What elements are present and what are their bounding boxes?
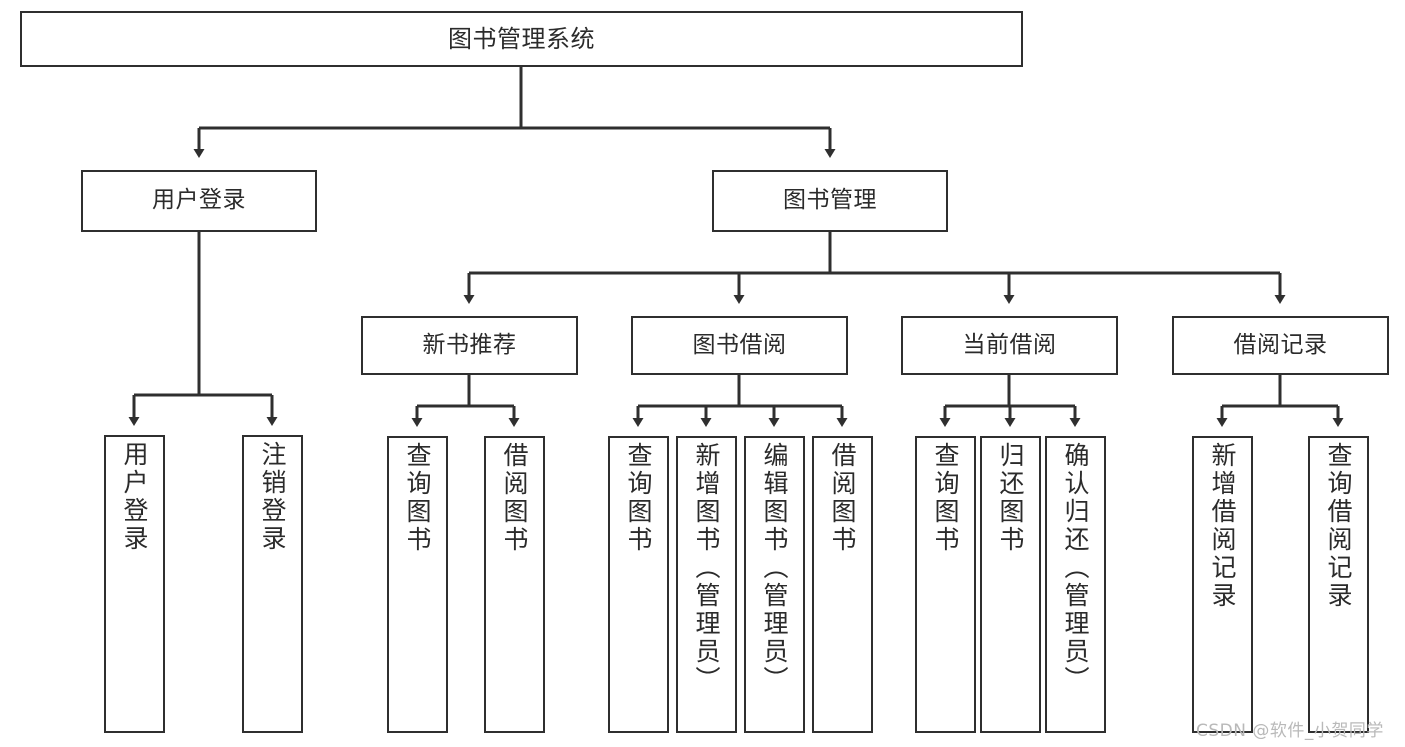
node-borrow-record-label: 借阅记录 xyxy=(1233,331,1328,358)
node-new-book-recommend-label: 新书推荐 xyxy=(422,331,517,358)
leaf-current-query-book-label: 查询图书 xyxy=(931,442,960,554)
leaf-record-query-label: 查询借阅记录 xyxy=(1324,442,1353,610)
leaf-record-add[interactable]: 新增借阅记录 xyxy=(1192,436,1253,733)
node-new-book-recommend[interactable]: 新书推荐 xyxy=(361,316,578,375)
leaf-user-login-signout[interactable]: 注销登录 xyxy=(242,435,303,733)
leaf-borrow-borrow-book-label: 借阅图书 xyxy=(828,442,857,554)
leaf-current-confirm-return[interactable]: 确认归还（管理员） xyxy=(1045,436,1106,733)
leaf-record-add-label: 新增借阅记录 xyxy=(1208,442,1237,610)
leaf-user-login-signin[interactable]: 用户登录 xyxy=(104,435,165,733)
leaf-new-book-query[interactable]: 查询图书 xyxy=(387,436,448,733)
node-root-label: 图书管理系统 xyxy=(448,24,595,53)
leaf-user-login-signout-label: 注销登录 xyxy=(258,441,287,553)
leaf-borrow-borrow-book[interactable]: 借阅图书 xyxy=(812,436,873,733)
leaf-new-book-query-label: 查询图书 xyxy=(403,442,432,554)
leaf-new-book-borrow-label: 借阅图书 xyxy=(500,442,529,554)
node-current-borrow[interactable]: 当前借阅 xyxy=(901,316,1118,375)
leaf-current-return-book[interactable]: 归还图书 xyxy=(980,436,1041,733)
leaf-borrow-query-book[interactable]: 查询图书 xyxy=(608,436,669,733)
leaf-user-login-signin-label: 用户登录 xyxy=(120,441,149,553)
node-user-login-label: 用户登录 xyxy=(152,187,246,214)
leaf-current-query-book[interactable]: 查询图书 xyxy=(915,436,976,733)
node-root[interactable]: 图书管理系统 xyxy=(20,11,1023,67)
node-current-borrow-label: 当前借阅 xyxy=(962,331,1057,358)
leaf-borrow-edit-book[interactable]: 编辑图书（管理员） xyxy=(744,436,805,733)
node-book-management-label: 图书管理 xyxy=(783,187,877,214)
node-borrow-record[interactable]: 借阅记录 xyxy=(1172,316,1389,375)
leaf-current-confirm-return-label: 确认归还（管理员） xyxy=(1061,442,1090,694)
node-book-borrow-label: 图书借阅 xyxy=(692,331,787,358)
leaf-borrow-add-book[interactable]: 新增图书（管理员） xyxy=(676,436,737,733)
leaf-borrow-query-book-label: 查询图书 xyxy=(624,442,653,554)
node-book-management[interactable]: 图书管理 xyxy=(712,170,948,232)
leaf-borrow-edit-book-label: 编辑图书（管理员） xyxy=(760,442,789,694)
node-book-borrow[interactable]: 图书借阅 xyxy=(631,316,848,375)
leaf-new-book-borrow[interactable]: 借阅图书 xyxy=(484,436,545,733)
leaf-current-return-book-label: 归还图书 xyxy=(996,442,1025,554)
node-user-login[interactable]: 用户登录 xyxy=(81,170,317,232)
leaf-record-query[interactable]: 查询借阅记录 xyxy=(1308,436,1369,733)
leaf-borrow-add-book-label: 新增图书（管理员） xyxy=(692,442,721,694)
